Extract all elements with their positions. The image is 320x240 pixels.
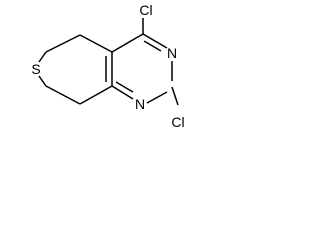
bond-c2-cl [171, 86, 179, 106]
bond-c8-c8a [79, 85, 113, 105]
nitrogen-lower-atom-label: N [135, 96, 145, 112]
bond-c2-n1 [146, 91, 168, 104]
chlorine-top-atom-label: Cl [139, 2, 152, 18]
nitrogen-upper-atom-label: N [167, 45, 177, 61]
bond-c4-n3 [142, 33, 168, 49]
bond-n1-c8a [111, 85, 134, 100]
bond-n1-c8a-inner [115, 81, 134, 93]
bond-c7-c8 [45, 85, 81, 105]
bond-c4a-c4 [79, 34, 113, 53]
bond-c4-n3-inner [143, 40, 162, 52]
bond-c5-s [38, 51, 47, 63]
chlorine-right-atom-label: Cl [171, 114, 184, 130]
sulfur-atom-label: S [31, 61, 40, 77]
bond-c5-c4a [45, 34, 81, 53]
bond-s-c7 [38, 75, 47, 87]
bond-c4-c4a [111, 33, 144, 53]
molecule-structure-drawing: S N N Cl Cl [31, 2, 184, 130]
